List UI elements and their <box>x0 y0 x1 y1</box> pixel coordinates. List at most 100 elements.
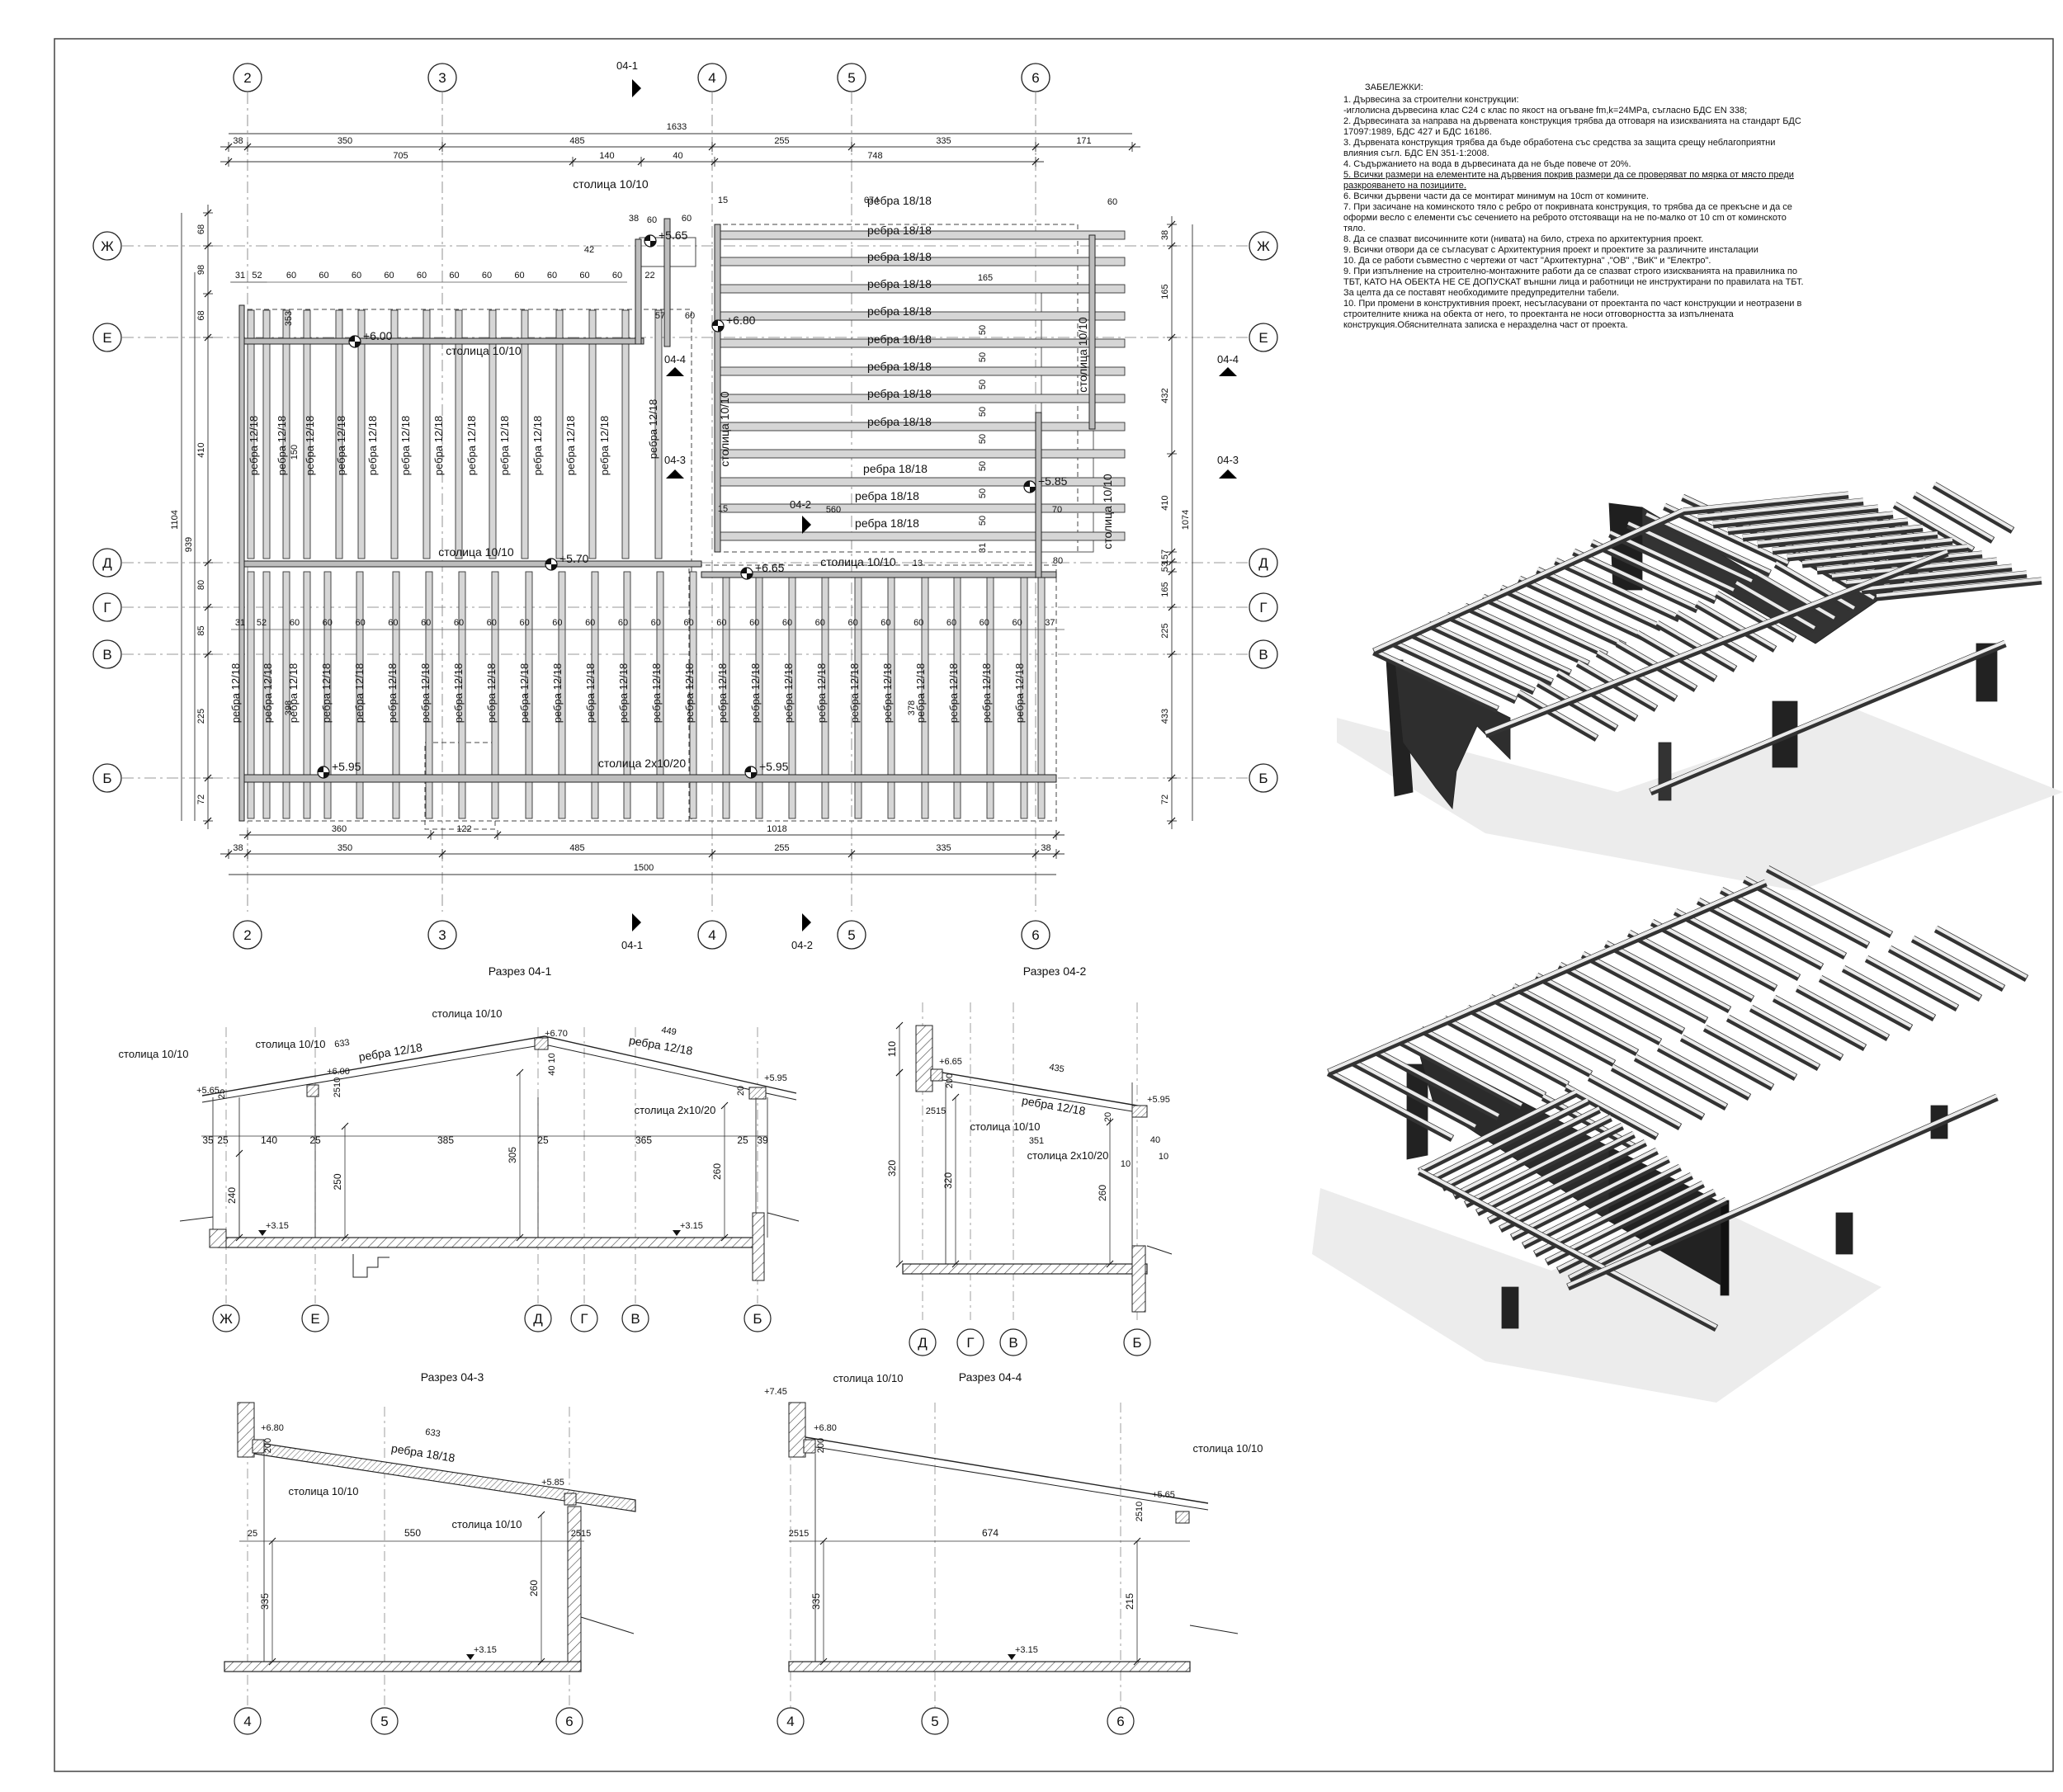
dimension-value: 53 <box>1160 562 1170 572</box>
section-04-1-axis-circle <box>744 1304 772 1332</box>
dimension-value: 40 10 <box>547 1053 557 1076</box>
iso2-eave-highlight <box>1567 1094 1998 1287</box>
wall-section <box>237 1402 255 1458</box>
post-label: столица 10/10 <box>718 391 731 467</box>
note-item: 8. Да се спазват височинните коти (ниват… <box>1343 234 1704 244</box>
dimension-value: 72 <box>196 795 206 804</box>
iso2-shadow <box>1312 1188 1881 1403</box>
dimension-value: 68 <box>196 310 206 320</box>
rib-upper-left <box>621 309 630 559</box>
section-04-1-arrow <box>632 913 641 931</box>
spacing-value: 60 <box>749 618 759 628</box>
dimension-value: 38 <box>233 843 243 853</box>
label-rib: ребра 12/18 <box>1021 1093 1087 1117</box>
dimension-value: 320 <box>886 1160 898 1177</box>
label-post: столица 10/10 <box>289 1485 359 1497</box>
post-label: столица 10/10 <box>446 344 522 357</box>
dimension-value: 25 <box>537 1134 549 1146</box>
section-04-3-axis-circle <box>234 1707 262 1735</box>
iso2-wall <box>1406 1063 1428 1160</box>
notes-list: 1. Дървесина за строителни конструкции: … <box>1343 95 1806 331</box>
rib-label-18-18: ребра 18/18 <box>867 304 932 318</box>
dimension-value: 80 <box>1053 556 1063 566</box>
dimension-value: 140 <box>261 1134 277 1146</box>
dimension-slash <box>720 1101 729 1110</box>
dimension-value: 10 <box>1159 1152 1168 1162</box>
iso1-rib-highlight <box>1933 482 2014 531</box>
dimension-value: 674 <box>864 196 879 205</box>
section-04-1-axis-circle <box>570 1304 598 1332</box>
dimension-value: 38 <box>1041 843 1050 853</box>
rib-label-12-18: ребра 12/18 <box>617 663 630 723</box>
level-symbol-fill <box>545 559 557 570</box>
section-04-3-axis-circle <box>371 1707 399 1735</box>
dimension-value: 353 <box>284 311 294 326</box>
iso2-rib-lower-highlight <box>1476 1131 1635 1213</box>
section-04-1-label: 04-1 <box>621 939 643 951</box>
iso1-rib-upper-highlight <box>1757 525 1924 545</box>
dimension-value: 85 <box>196 625 206 635</box>
section-04-4-axis-circle <box>921 1707 949 1735</box>
rib-label-12-18: ребра 12/18 <box>465 416 478 475</box>
dimension-slash <box>516 1068 524 1077</box>
section-04-4-axis-circle <box>1107 1707 1135 1735</box>
dimension-slash <box>204 242 212 250</box>
elevation-label-mark: +5.65 <box>644 229 688 248</box>
spacing-value: 60 <box>290 618 300 628</box>
iso2-rib-highlight <box>1489 994 1615 1063</box>
iso2-rib-highlight <box>1866 955 1958 1008</box>
axis-top-5-circle <box>837 63 866 92</box>
iso2-rib-lower-highlight <box>1453 1115 1612 1196</box>
note-item: 7. При засичане на коминското тяло с реб… <box>1343 202 1792 233</box>
axis-bottom-2-circle <box>233 920 262 950</box>
beam-D <box>238 560 702 568</box>
post-label: столица 10/10 <box>573 177 649 191</box>
iso2-rib-highlight <box>1889 946 1981 998</box>
iso2-rib-highlight <box>1935 926 2028 979</box>
dimension-slash <box>1168 450 1176 458</box>
wall-section <box>915 1025 933 1092</box>
dimension-value: 60 <box>682 214 692 224</box>
rib-label-12-18: ребра 12/18 <box>262 663 274 723</box>
beam-post-z <box>635 238 642 345</box>
iso2-rib-highlight <box>1767 865 1892 935</box>
spacing-value: 60 <box>947 618 956 628</box>
spacing-value: 60 <box>612 271 622 281</box>
axis-top-5: 5 <box>847 70 855 86</box>
note-item: 3. Дървената конструкция трябва да бъде … <box>1343 138 1776 158</box>
dimension-value: 485 <box>569 843 584 853</box>
dimension-value: 260 <box>1097 1185 1108 1201</box>
spacing-value: 60 <box>651 618 661 628</box>
iso2-rib-highlight <box>1681 1035 1773 1087</box>
rib-label-12-18: ребра 12/18 <box>848 663 861 723</box>
post-section <box>252 1439 265 1454</box>
dimension-value: 2510 <box>1135 1502 1145 1521</box>
dimension-value: 157 <box>1160 549 1170 564</box>
axis-bottom-4: 4 <box>708 927 715 943</box>
rib-upper-left <box>555 309 564 559</box>
level-triangle <box>258 1230 267 1236</box>
rib-label-12-18: ребра 12/18 <box>749 663 762 723</box>
section-04-4-arrow <box>1219 367 1237 376</box>
dimension-value: 38 <box>629 214 639 224</box>
dimension-value: 60 <box>1107 197 1117 207</box>
spacing-value: 60 <box>323 618 333 628</box>
iso1-rib-upper-highlight <box>1861 571 2028 591</box>
dimension-value: 485 <box>569 136 584 146</box>
wall-section <box>209 1228 227 1248</box>
rib-upper-left <box>390 309 399 559</box>
dimension-value: 165 <box>1160 284 1170 299</box>
isometric-views <box>1312 482 2063 1403</box>
rib-label-18-18: ребра 18/18 <box>855 489 919 502</box>
spacing-value: 60 <box>1012 618 1022 628</box>
iso1-rib-upper-highlight <box>1727 512 1894 531</box>
section-04-1-label: 04-1 <box>616 59 638 72</box>
axis-right-row: В <box>1258 647 1268 663</box>
level-triangle <box>673 1230 681 1236</box>
iso2-rib-highlight <box>1697 898 1823 967</box>
rib-upper-left <box>654 309 663 559</box>
iso2-rib-highlight <box>1721 887 1846 956</box>
rib-label-12-18: ребра 12/18 <box>353 663 366 723</box>
dimension-slash <box>493 831 502 839</box>
section-04-4-axis: 5 <box>931 1714 938 1729</box>
